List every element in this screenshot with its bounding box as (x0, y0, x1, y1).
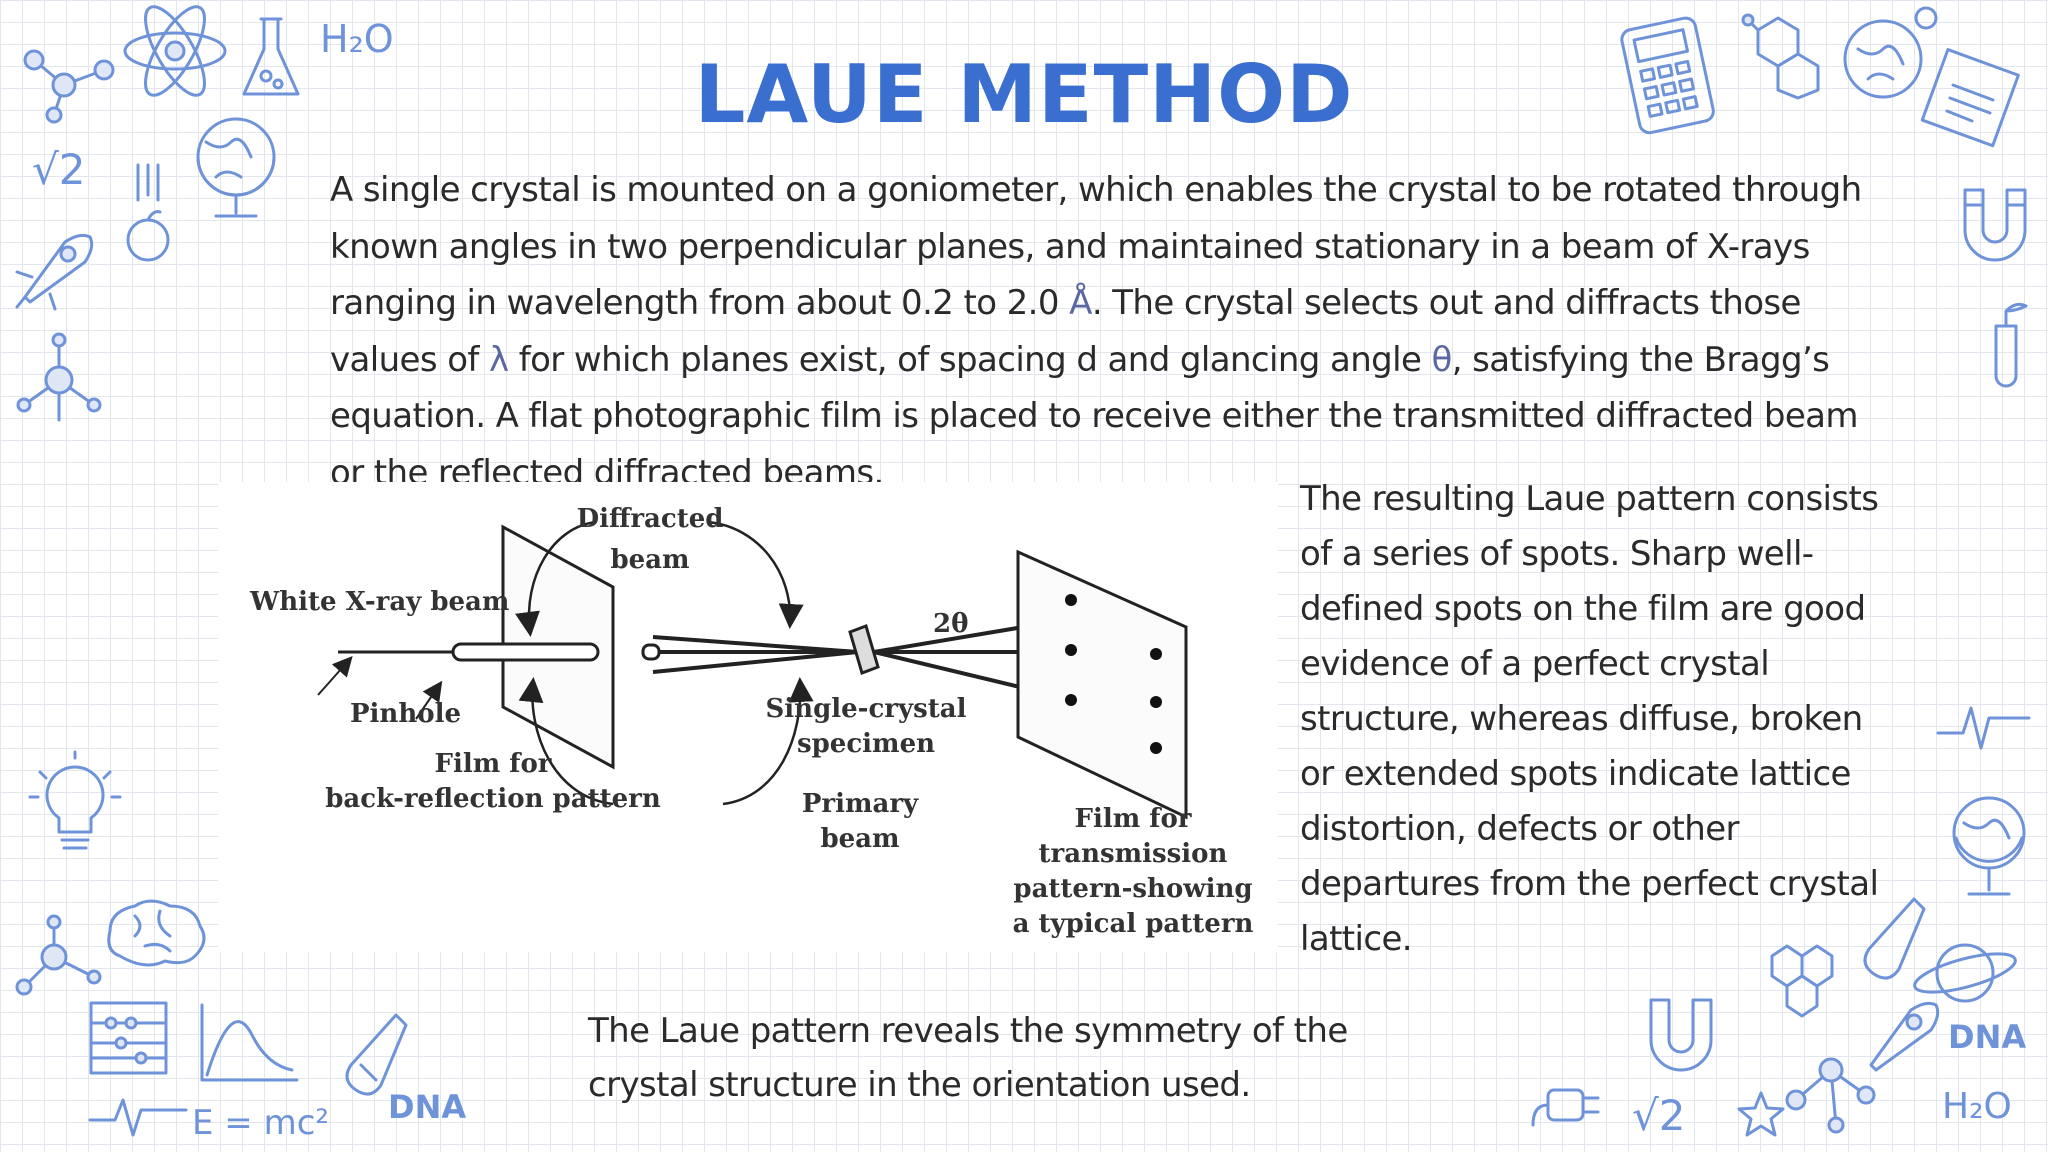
laue-spot (1065, 594, 1077, 606)
primary-arrow-left (518, 677, 614, 806)
book-icon (1918, 40, 2028, 154)
plug-icon (1528, 1070, 1618, 1144)
diffracted-arrow-left (515, 520, 597, 637)
hexagon-cluster-icon (1752, 936, 1842, 1030)
label-film-trans-2: transmission (1039, 839, 1228, 869)
molecule-icon-br (1776, 1040, 1886, 1144)
label-film-trans-4: a typical pattern (1013, 909, 1254, 939)
globe-stand-icon (1944, 788, 2034, 912)
sqrt2-text-right: √2 (1632, 1091, 1685, 1140)
laue-diagram: White X-ray beam Pinhole Film for back-r… (218, 482, 1278, 952)
angstrom-symbol: Å (1069, 283, 1092, 323)
intro-text-3: for which planes exist, of spacing d and… (508, 339, 1432, 380)
label-diffracted-2: beam (610, 545, 689, 575)
laue-diagram-svg: White X-ray beam Pinhole Film for back-r… (249, 504, 1254, 939)
pinhole-collimator (451, 642, 600, 662)
h2o-formula-bottom: H₂O (1940, 1080, 2030, 1134)
label-primary-1: Primary (802, 789, 919, 819)
label-diffracted-1: Diffracted (577, 504, 724, 534)
sqrt2-formula-right: √2 (1630, 1086, 1720, 1150)
laue-spot (1065, 694, 1077, 706)
label-two-theta: 2θ (933, 609, 968, 639)
slide-title: LAUE METHOD (694, 48, 1354, 141)
planet-icon (1910, 928, 2020, 1022)
h2o-formula-top: H₂O (318, 14, 398, 68)
crystal-specimen (848, 624, 880, 675)
molecule-icon (14, 30, 124, 124)
h2o-text-bottom: H₂O (1942, 1086, 2012, 1127)
star-icon (1736, 1090, 1786, 1144)
magnet-icon (1950, 180, 2040, 274)
intro-text-4: , satisfying the Bragg’s equation. A fla… (330, 339, 1859, 493)
test-tube-icon-right (1976, 296, 2036, 400)
abacus-icon (86, 998, 176, 1092)
lambda-symbol: λ (488, 339, 509, 380)
sqrt2-formula-left: √2 (30, 140, 110, 204)
emc2-formula: E = mc² (190, 1092, 329, 1150)
flask-icon (236, 14, 306, 108)
graph-icon (192, 1000, 302, 1094)
label-film-trans-3: pattern-showing (1013, 874, 1252, 904)
label-primary-2: beam (820, 824, 899, 854)
molecule-icon-bottom (14, 912, 104, 1006)
reflected-beam-upper (652, 635, 859, 654)
dna-label-left: DNA (386, 1080, 476, 1134)
sqrt2-text: √2 (32, 145, 85, 194)
lightbulb-icon (28, 750, 122, 866)
reveal-paragraph: The Laue pattern reveals the symmetry of… (588, 1011, 1348, 1105)
benzene-icon (1728, 10, 1828, 104)
globe-icon-right (1838, 4, 1938, 108)
label-film-trans-1: Film for (1075, 804, 1192, 834)
calculator-icon (1620, 16, 1720, 142)
pinhole-pointer (317, 656, 353, 696)
primary-arrow-right (722, 677, 814, 806)
result-paragraph: The resulting Laue pattern consists of a… (1300, 479, 1879, 959)
laue-spot (1150, 742, 1162, 754)
label-white-beam: White X-ray beam (249, 587, 509, 617)
globe-icon (186, 112, 286, 226)
label-film-back-2: back-reflection pattern (325, 784, 661, 814)
label-film-back-1: Film for (435, 749, 552, 779)
dna-text-left: DNA (388, 1088, 466, 1126)
film-back-pointer (415, 680, 443, 720)
dna-text-right: DNA (1948, 1018, 2026, 1056)
molecule-icon-left (14, 330, 104, 434)
diffracted-arrow-right (707, 520, 804, 629)
label-pinhole: Pinhole (350, 699, 461, 729)
intro-text-2: . The crystal selects out and diffracts … (330, 283, 1801, 380)
reflected-beam-lower (652, 650, 859, 674)
intro-paragraph: A single crystal is mounted on a goniome… (330, 162, 1870, 501)
laue-spot (1150, 696, 1162, 708)
dna-label-right: DNA (1946, 1010, 2036, 1064)
apple-icon (118, 160, 178, 274)
h2o-text: H₂O (320, 17, 394, 61)
theta-symbol: θ (1431, 339, 1453, 380)
collimator-exit (641, 643, 661, 661)
heartbeat-icon (88, 1090, 190, 1144)
atom-icon (120, 5, 230, 100)
laue-spot (1065, 644, 1077, 656)
label-specimen-2: specimen (797, 729, 935, 759)
heartbeat-icon-right (1936, 698, 2038, 762)
brain-icon (100, 896, 210, 980)
magnet-icon-bottom (1636, 990, 1726, 1084)
emc2-text: E = mc² (192, 1103, 329, 1143)
rocket-icon-right (1856, 990, 1946, 1084)
intro-text-1: A single crystal is mounted on a goniome… (330, 170, 1862, 323)
label-specimen-1: Single-crystal (766, 694, 967, 724)
transmission-film (1016, 549, 1188, 820)
laue-spot (1150, 648, 1162, 660)
rocket-icon (10, 222, 100, 316)
test-tube-icon-br (1854, 894, 1934, 988)
test-tube-icon (336, 1010, 416, 1104)
